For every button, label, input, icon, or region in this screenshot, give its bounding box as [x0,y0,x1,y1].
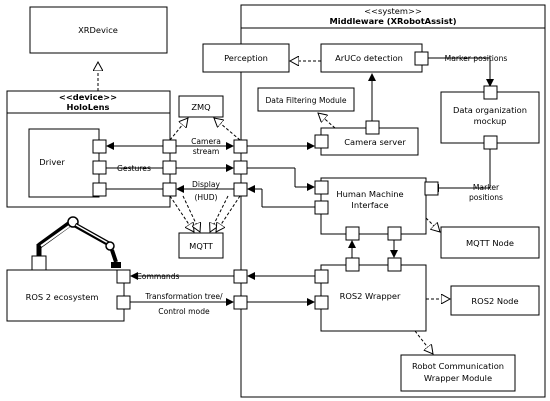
marker-positions-top-label: Marker positions [445,54,508,63]
camera-server-port [314,134,329,149]
data-org-port [483,85,498,100]
ros2-ecosystem-port [116,269,131,284]
data-org-label-1: Data organization [453,105,527,115]
rcw-label-2: Wrapper Module [424,373,492,383]
aruco-label: ArUCo detection [335,53,403,63]
hmi-label-2: Interface [351,200,388,210]
aruco-port [414,51,429,66]
middleware-port [233,295,248,310]
ros2-ecosystem-port [116,295,131,310]
display-label-1: Display [192,180,220,189]
rcw-block: Robot Communication Wrapper Module [400,354,516,392]
data-org-block: Data organization mockup [440,91,540,144]
driver-port [92,160,107,175]
hololens-port [162,182,177,197]
ros2-wrapper-port [345,257,360,272]
hmi-port [314,180,329,195]
device-stereotype: <<device>> [59,92,117,102]
ros2-wrapper-port [387,257,402,272]
middleware-port [233,139,248,154]
perception-label: Perception [224,53,268,63]
transform-label-1: Transformation tree/ [144,292,223,301]
ros2-wrapper-block: ROS2 Wrapper [320,264,427,332]
middleware-port [233,269,248,284]
hmi-block: Human Machine Interface [320,177,427,235]
rcw-label-1: Robot Communication [412,361,504,371]
transform-label-2: Control mode [158,307,210,316]
xrdevice-label: XRDevice [78,25,118,35]
device-title: HoloLens [67,102,110,112]
marker-positions-label-2: positions [469,193,503,202]
camera-server-dependency [318,113,336,129]
hmi-label-1: Human Machine [336,189,403,199]
driver-block: Driver [28,128,100,198]
camera-server-port [365,120,380,135]
data-filtering-block: Data Filtering Module [257,87,355,112]
mqtt-node-label: MQTT Node [466,238,514,248]
middleware-port [233,160,248,175]
mqtt-label: MQTT [189,241,214,251]
ros2-node-label: ROS2 Node [471,296,518,306]
mqtt-block: MQTT [178,232,224,259]
aruco-block: ArUCo detection [320,43,423,73]
ros2-wrapper-label: ROS2 Wrapper [340,291,401,301]
hmi-port [345,226,360,241]
ros2-ecosystem-label: ROS 2 ecosystem [26,292,99,302]
ros2-wrapper-port [314,295,329,310]
protocol-dependencies [169,118,241,232]
zmq-block: ZMQ [178,95,224,118]
middleware-port [233,182,248,197]
system-title: Middleware (XRobotAssist) [329,16,456,26]
driver-port [92,139,107,154]
camera-server-label: Camera server [344,137,406,147]
ros2-wrapper-port [314,269,329,284]
driver-port [92,182,107,197]
hololens-port [162,139,177,154]
hmi-port [387,226,402,241]
robot-arm-icon [31,216,121,271]
display-label-2: (HUD) [194,193,217,202]
data-org-port [483,135,498,150]
hmi-port [424,181,439,196]
commands-label: Commands [137,272,180,281]
gestures-label: Gestures [117,164,151,173]
hmi-mqtt-dependency [425,217,440,232]
ros2-ecosystem-block: ROS 2 ecosystem [6,269,125,322]
mqtt-node-block: MQTT Node [440,226,540,259]
xrdevice-block: XRDevice [29,6,168,54]
data-filtering-label: Data Filtering Module [265,96,346,105]
ros2-node-block: ROS2 Node [450,285,540,316]
hmi-port [314,200,329,215]
hololens-port [162,160,177,175]
marker-positions-label-1: Marker [473,183,500,192]
zmq-label: ZMQ [191,102,211,112]
driver-label: Driver [39,157,65,167]
system-stereotype: <<system>> [364,6,422,16]
perception-block: Perception [202,43,290,73]
camera-stream-label-1: Camera [191,137,221,146]
data-org-label-2: mockup [474,116,507,126]
camera-stream-label-2: stream [193,147,220,156]
